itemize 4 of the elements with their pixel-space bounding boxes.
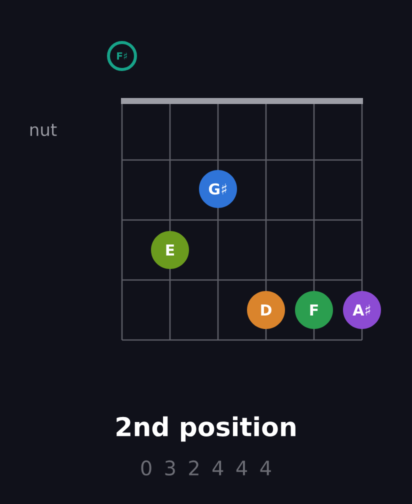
side-label: nut bbox=[30, 124, 57, 136]
open-string-ring: F♯ bbox=[107, 41, 137, 71]
fingering-text: 0 3 2 4 4 4 bbox=[141, 460, 271, 476]
caption: 2nd position bbox=[116, 416, 296, 442]
